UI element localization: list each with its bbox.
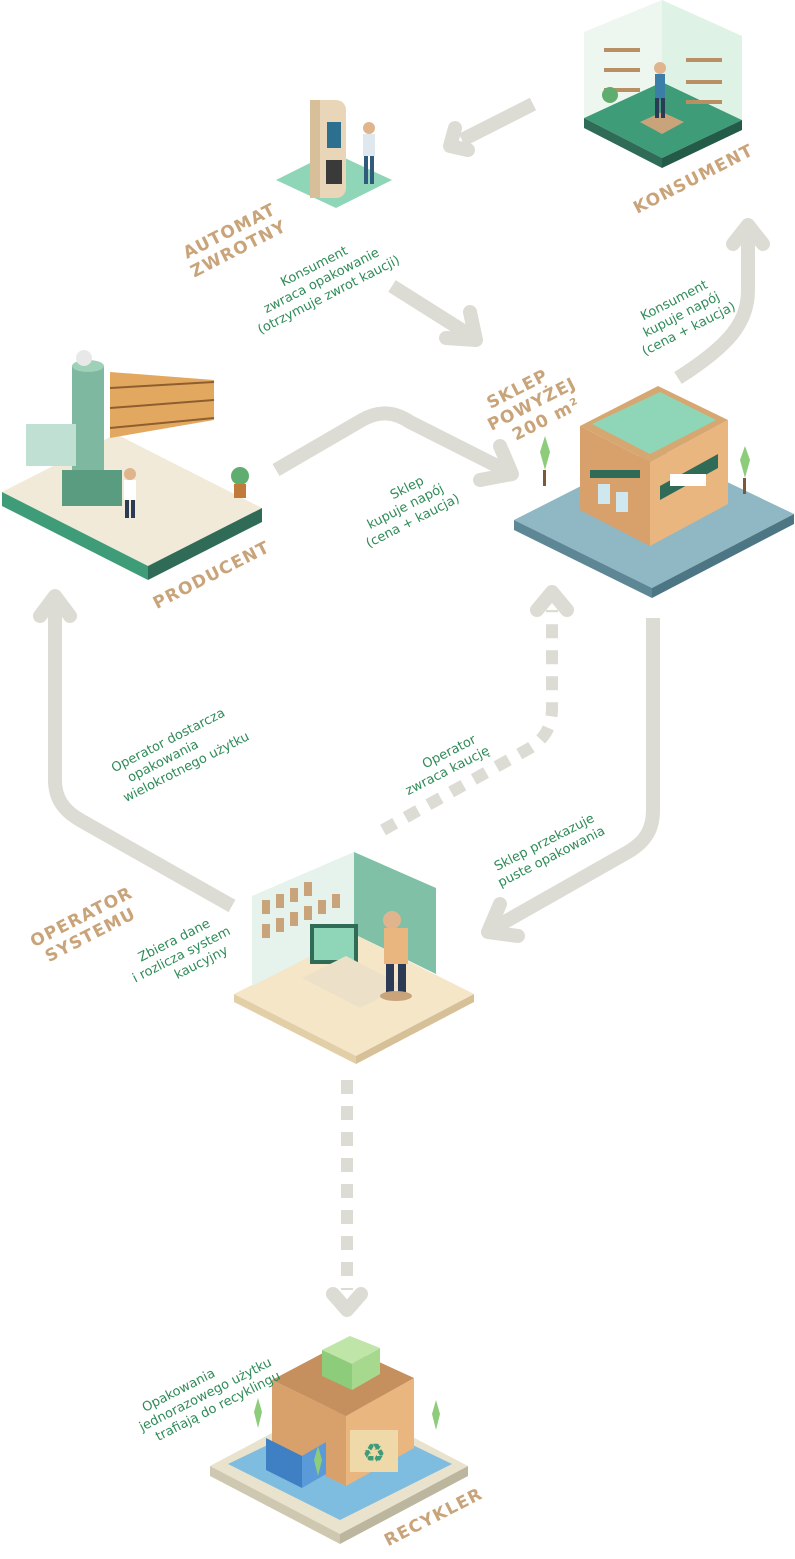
operator-desc: Zbiera dane i rozlicza system kaucyjny — [130, 916, 233, 986]
arrow-automat-to-sklep — [388, 280, 483, 347]
svg-text:♻: ♻ — [362, 1439, 385, 1469]
arrow-producent-to-sklep — [272, 406, 519, 487]
automat-illustration — [276, 100, 392, 208]
konsument-illustration — [584, 0, 742, 168]
arrow-sklep-to-operator — [481, 618, 660, 943]
edge-label-recykling: Opakowania jednorazowego użytku trafiają… — [136, 1355, 283, 1444]
arrow-operator-to-sklep-dashed — [380, 585, 574, 836]
arrow-konsument-to-automat — [443, 97, 537, 157]
edge-label-operator-dostarcza: Operator dostarcza opakowania wielokrotn… — [109, 706, 252, 806]
sklep-title: SKLEP POWYŻEJ 200 m² — [484, 366, 584, 446]
automat-title: AUTOMAT ZWROTNY — [180, 200, 290, 282]
arrow-operator-to-recykler-dashed — [326, 1080, 368, 1317]
edge-label-sklep-kupuje: Sklep kupuje napój (cena + kaucja) — [364, 474, 462, 552]
edge-label-operator-zwraca: Operator zwraca kaucję — [403, 732, 492, 799]
operator-title: OPERATOR SYSTEMU — [27, 883, 139, 967]
producent-illustration — [2, 350, 262, 580]
recykler-illustration: ♻ — [210, 1336, 468, 1544]
sklep-illustration — [514, 386, 794, 598]
arrow-sklep-to-konsument — [674, 218, 770, 384]
operator-illustration — [234, 852, 474, 1064]
arrow-operator-to-producent — [33, 589, 236, 913]
